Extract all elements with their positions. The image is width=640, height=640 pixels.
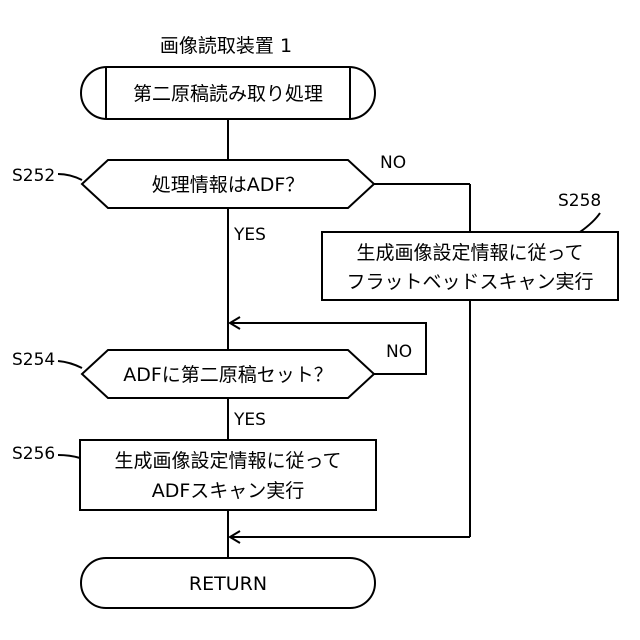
adf-process-line2: ADFスキャン実行	[152, 480, 305, 502]
step-leader-s256	[58, 455, 80, 458]
decision-set-no: NO	[386, 342, 412, 362]
flatbed-process-line2: フラットベッドスキャン実行	[346, 271, 593, 293]
step-label-s256: S256	[12, 444, 55, 464]
flatbed-process-line1: 生成画像設定情報に従って	[356, 242, 583, 264]
decision-set: ADFに第二原稿セット？	[82, 350, 374, 398]
start-label: 第二原稿読み取り処理	[133, 83, 323, 105]
adf-process: 生成画像設定情報に従って ADFスキャン実行	[80, 440, 376, 510]
decision-set-yes: YES	[233, 410, 266, 430]
step-leader-s258	[580, 213, 600, 232]
diagram-title: 画像読取装置 1	[160, 35, 292, 57]
adf-process-line1: 生成画像設定情報に従って	[114, 450, 341, 472]
step-leader-s254	[58, 361, 82, 368]
step-leader-s252	[58, 174, 82, 180]
step-label-s254: S254	[12, 350, 55, 370]
end-terminal: RETURN	[81, 558, 375, 608]
decision-adf-yes: YES	[233, 225, 266, 245]
end-label: RETURN	[189, 573, 267, 595]
flatbed-process: 生成画像設定情報に従って フラットベッドスキャン実行	[322, 232, 618, 300]
start-terminal: 第二原稿読み取り処理	[81, 67, 375, 119]
decision-adf: 処理情報はADF？	[82, 160, 374, 208]
decision-adf-no: NO	[380, 153, 406, 173]
step-label-s252: S252	[12, 166, 55, 186]
decision-set-label: ADFに第二原稿セット？	[123, 364, 333, 386]
decision-adf-label: 処理情報はADF？	[152, 174, 305, 196]
step-label-s258: S258	[558, 191, 601, 211]
